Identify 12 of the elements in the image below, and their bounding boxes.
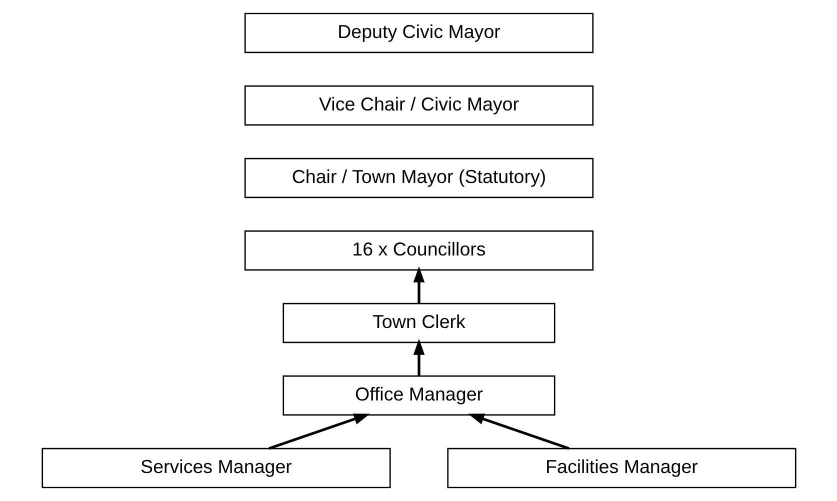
node-box: Chair / Town Mayor (Statutory) — [244, 158, 594, 198]
node-box: Vice Chair / Civic Mayor — [244, 85, 594, 126]
arrow — [268, 414, 370, 450]
node-box: Office Manager — [282, 375, 555, 416]
node-box: Town Clerk — [282, 302, 555, 344]
arrow — [412, 266, 424, 304]
node-box: 16 x Councillors — [244, 230, 594, 271]
arrow — [467, 414, 569, 450]
node-box: Deputy Civic Mayor — [244, 12, 594, 54]
node-box: Facilities Manager — [446, 448, 796, 488]
node-box: Services Manager — [41, 448, 390, 488]
arrow — [412, 338, 424, 376]
